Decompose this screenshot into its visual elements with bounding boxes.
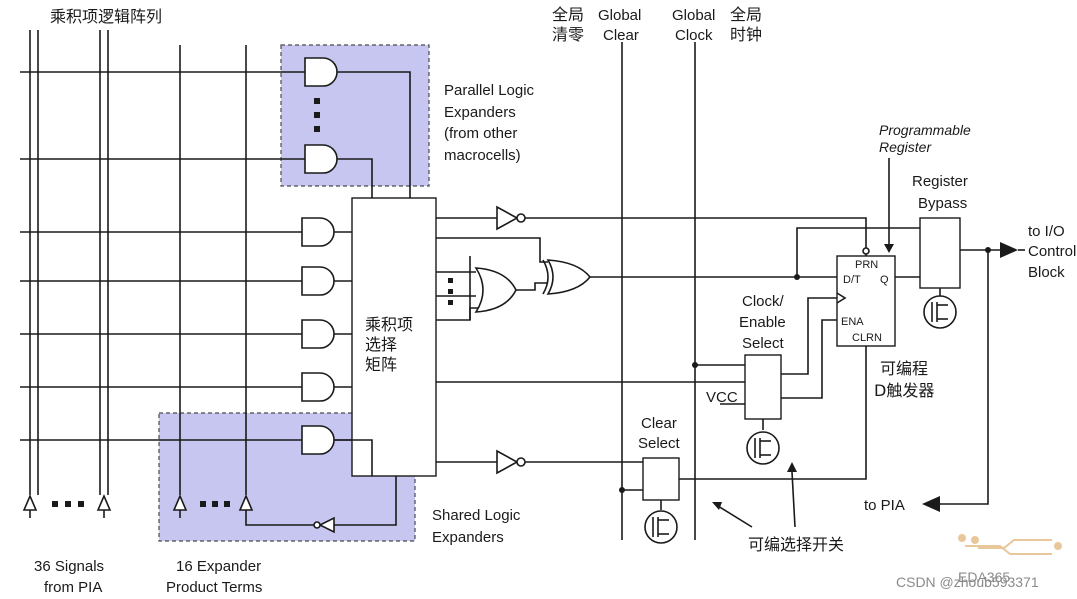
pt-select-label-3: 矩阵 [365,355,397,374]
to-io-label-1: to I/O [1028,223,1065,240]
clock-enable-label-3: Select [742,335,785,352]
prog-register-label-1: Programmable [879,122,971,138]
and-gate [304,144,338,174]
and-gate [301,266,335,296]
eda365-watermark-text: EDA365 [958,569,1010,585]
to-io-label-2: Control [1028,243,1076,260]
clock-enable-switch-icon [746,431,780,465]
parallel-expander-wires [337,71,411,198]
product-term-lines [20,71,305,441]
shared-expander-wires [245,439,397,534]
global-clear-1: Global [598,7,641,24]
clear-select-label-2: Select [638,435,681,452]
buffer-icon [96,493,112,511]
to-pia-arrow [922,496,940,512]
prog-register-arrow [884,158,894,253]
pia-signal-lines [29,30,247,495]
clock-input-marker [836,292,847,304]
inverter-icon [496,449,519,475]
clear-select-mux [642,457,680,501]
to-pia-label: to PIA [864,497,905,514]
csdn-credit: CSDN @zhoub593371 [896,574,1039,590]
output-wires [922,242,1025,512]
global-clear-2: Clear [603,27,639,44]
global-clear-cn-1: 全局 [552,5,584,24]
preset-path [436,205,870,256]
reg-bypass-label-2: Bypass [918,195,967,212]
pin-clrn: CLRN [852,332,882,344]
global-clock-2: Clock [675,27,713,44]
or-gate [474,267,517,313]
clear-switch-icon [644,510,678,544]
programmable-register [836,255,896,347]
pia-input-buffers [22,493,254,518]
pt-select-label-1: 乘积项 [365,315,413,334]
product-term-array-label: 乘积项逻辑阵列 [50,7,162,26]
buffer-icon [22,493,38,511]
and-gate [301,372,335,402]
eda365-watermark-logo [958,534,1062,555]
clock-enable-wires [436,297,837,430]
and-gate [304,57,338,87]
parallel-expander-region [280,44,430,187]
bypass-switch-icon [923,295,957,329]
pin-q: Q [880,274,889,286]
and-gate [301,319,335,349]
and-gates [301,57,338,455]
expander-label-1: 16 Expander [176,558,261,575]
expander-label-2: Product Terms [166,579,262,596]
inverter-icon [496,205,519,231]
global-clock-cn-1: 全局 [730,5,762,24]
shared-label-1: Shared Logic [432,507,521,524]
signals-label-1: 36 Signals [34,558,104,575]
switch-pointer-arrows [712,462,797,528]
parallel-label-3: (from other [444,125,517,142]
global-clear-cn-2: 清零 [552,25,584,44]
register-bypass-mux [919,217,961,289]
parallel-expander-dots [314,98,320,132]
shared-label-2: Expanders [432,529,504,546]
and-output-wires [334,231,352,441]
clock-enable-select-mux [744,354,782,420]
or-xor-logic [436,227,920,321]
pin-prn: PRN [855,259,878,271]
pin-dt: D/T [843,274,861,286]
parallel-label-1: Parallel Logic [444,82,535,99]
shared-expander-inverter [318,516,335,534]
signals-label-2: from PIA [44,579,102,596]
to-io-label-3: Block [1028,264,1065,281]
global-clock-cn-2: 时钟 [730,25,762,44]
prog-ff-label-2: D触发器 [874,381,934,400]
parallel-label-2: Expanders [444,104,516,121]
vcc-label: VCC [706,389,738,406]
buffer-icon [238,493,254,511]
product-term-select-matrix [351,197,437,477]
pin-ena: ENA [841,316,864,328]
prog-switch-label: 可编选择开关 [748,535,844,554]
clear-path-wires [436,346,867,510]
reg-bypass-label-1: Register [912,173,968,190]
global-lines [621,42,696,540]
clock-enable-label-2: Enable [739,314,786,331]
prog-ff-label-1: 可编程 [880,359,928,378]
xor-gate [546,259,592,295]
clock-enable-label-1: Clock/ [742,293,785,310]
prog-register-label-2: Register [879,139,932,155]
pt-select-label-2: 选择 [365,335,397,354]
clear-select-label-1: Clear [641,415,677,432]
and-gate [301,425,335,455]
global-clock-1: Global [672,7,715,24]
and-gate [301,217,335,247]
parallel-label-4: macrocells) [444,147,521,164]
